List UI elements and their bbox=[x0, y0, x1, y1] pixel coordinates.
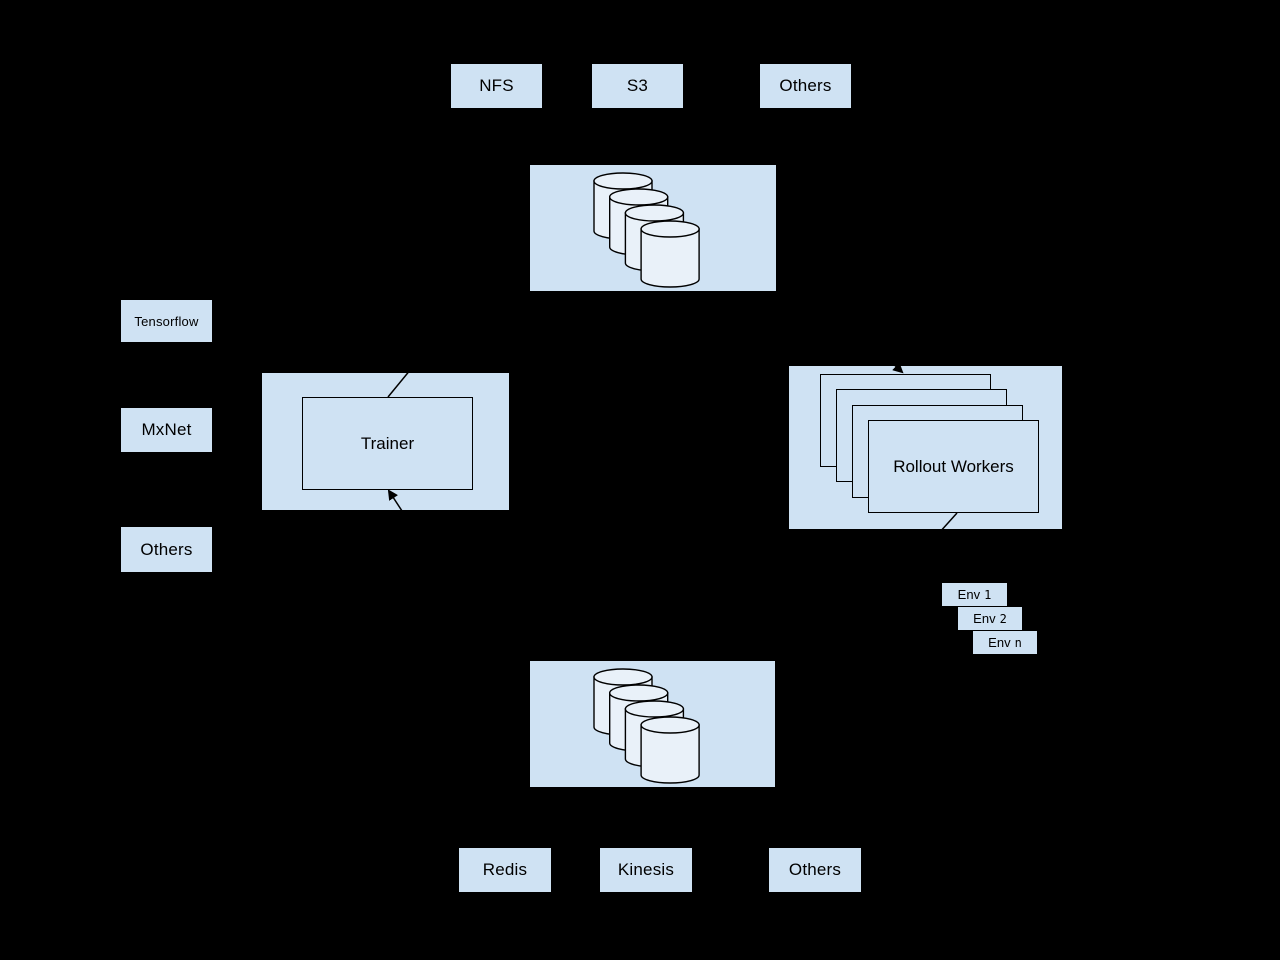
mxnet-node: MxNet bbox=[121, 408, 212, 452]
redis-node: Redis bbox=[459, 848, 551, 892]
env-number: n bbox=[1014, 635, 1022, 650]
database-cylinders-icon bbox=[593, 668, 700, 784]
env-number: 1 bbox=[984, 587, 992, 602]
trainer-group: Trainer bbox=[262, 373, 509, 510]
others-source-node: Others bbox=[760, 64, 851, 108]
s3-node: S3 bbox=[592, 64, 683, 108]
storage-cluster-top bbox=[530, 165, 776, 291]
kinesis-node: Kinesis bbox=[600, 848, 692, 892]
others-sink-node: Others bbox=[769, 848, 861, 892]
rollout-worker-card-front: Rollout Workers bbox=[868, 420, 1039, 513]
env-label: Env bbox=[957, 587, 981, 602]
tensorflow-node: Tensorflow bbox=[121, 300, 212, 342]
database-cylinders-icon bbox=[593, 172, 700, 288]
nfs-node: NFS bbox=[451, 64, 542, 108]
env-label: Env bbox=[973, 611, 996, 626]
rollout-workers-group: Rollout Workers bbox=[789, 366, 1062, 529]
env-number: 2 bbox=[999, 611, 1007, 626]
trainer-node: Trainer bbox=[302, 397, 473, 490]
env-label: Env bbox=[988, 635, 1011, 650]
others-framework-node: Others bbox=[121, 527, 212, 572]
storage-cluster-bottom bbox=[530, 661, 775, 787]
